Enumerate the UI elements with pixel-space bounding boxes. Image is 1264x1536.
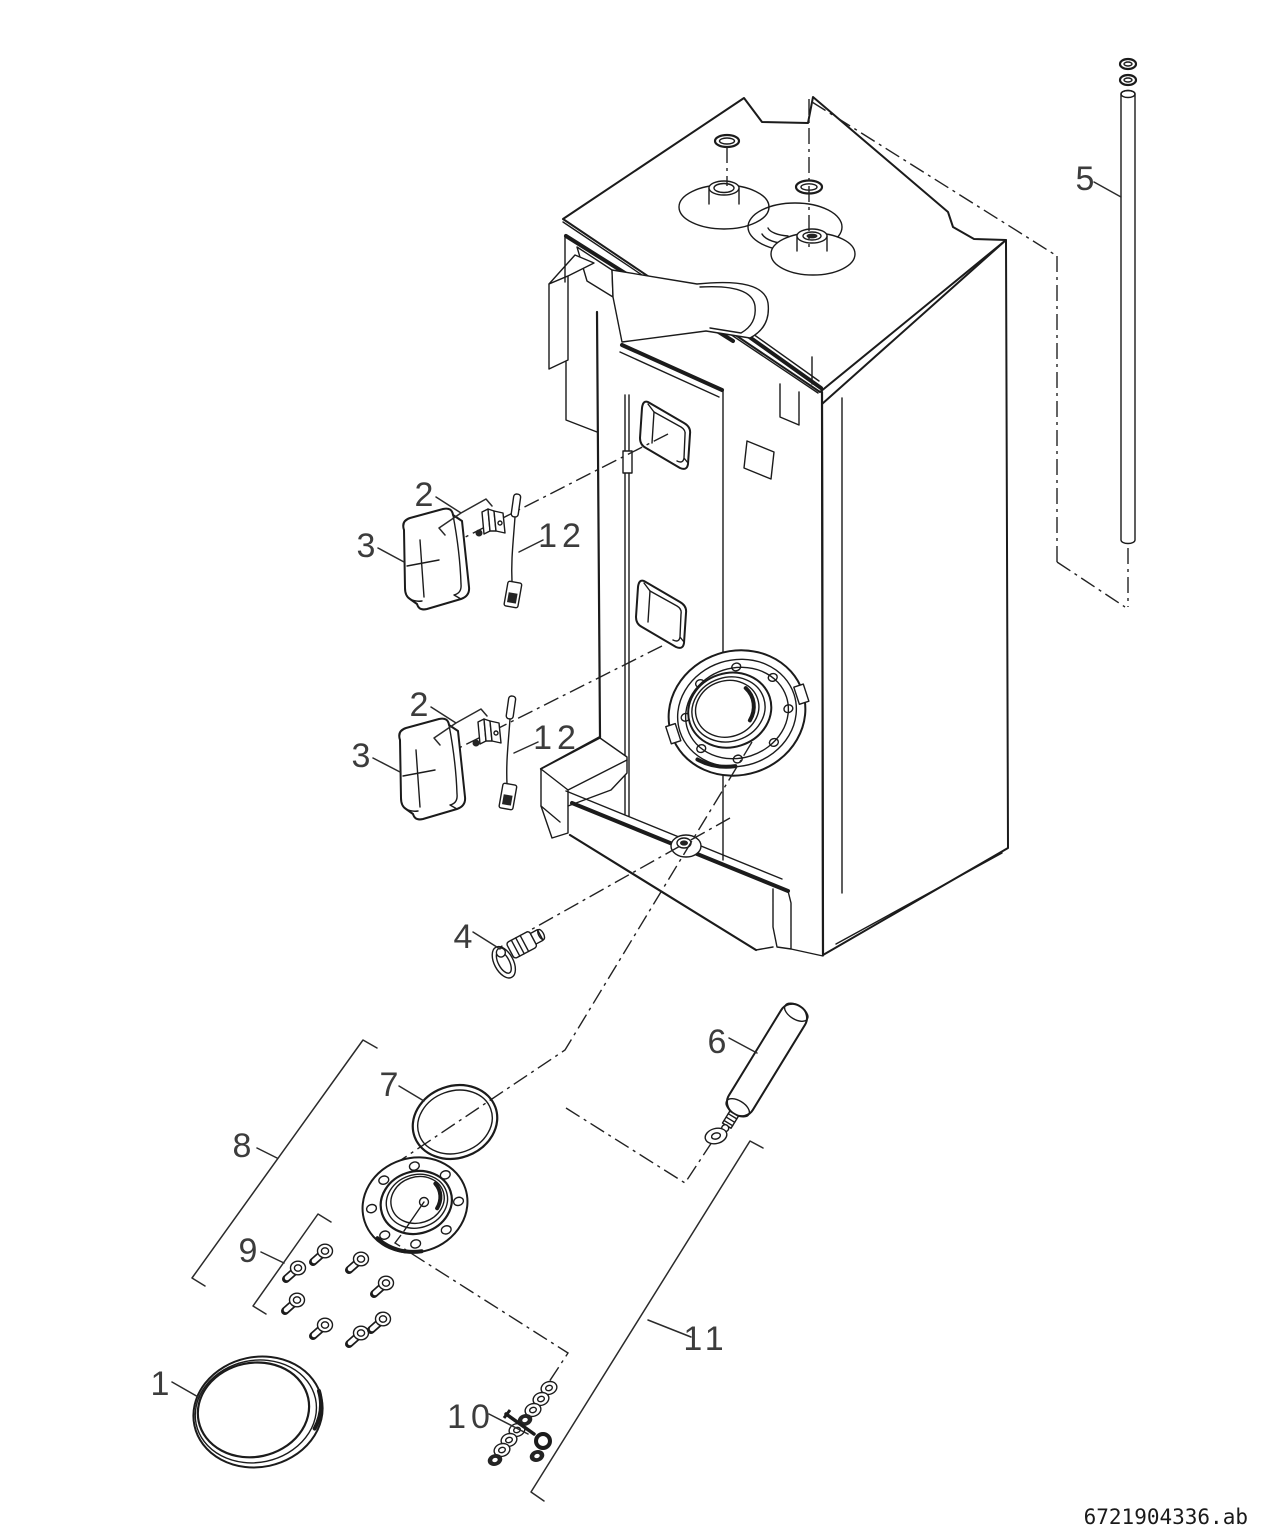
tank-body bbox=[539, 96, 1009, 957]
callout-1: 1 bbox=[151, 1365, 170, 1403]
callout-5: 5 bbox=[1076, 160, 1095, 198]
leader-3-lower bbox=[372, 757, 401, 773]
leader-12-upper bbox=[518, 539, 544, 553]
tank-skirt bbox=[565, 790, 824, 957]
callout-7: 7 bbox=[380, 1066, 399, 1104]
drain-boss bbox=[670, 834, 702, 858]
part-flange-disc bbox=[361, 1156, 469, 1254]
eyelet-stud bbox=[502, 1409, 552, 1450]
callout-2-upper: 2 bbox=[415, 476, 434, 514]
callouts: 1 2 2 3 3 4 5 6 7 8 9 10 11 12 12 bbox=[151, 160, 1122, 1502]
leader-5 bbox=[1093, 181, 1122, 198]
callout-12-upper: 12 bbox=[538, 517, 586, 555]
leader-7 bbox=[398, 1085, 425, 1102]
part-washers bbox=[486, 1378, 560, 1468]
part-drain-valve bbox=[491, 928, 546, 979]
leader-4 bbox=[472, 931, 501, 950]
part-lid bbox=[192, 1355, 324, 1469]
callout-12-lower: 12 bbox=[533, 719, 581, 757]
leader-6 bbox=[728, 1037, 758, 1054]
anode-washer bbox=[704, 1127, 728, 1145]
bracket-8 bbox=[191, 1039, 378, 1287]
disc-hole-leader bbox=[403, 1201, 425, 1232]
leader-3-upper bbox=[377, 547, 405, 563]
part-cover-lower bbox=[398, 717, 467, 821]
callout-4: 4 bbox=[454, 918, 473, 956]
part-o-ring bbox=[411, 1084, 499, 1160]
tank-opening-lower bbox=[635, 579, 688, 649]
disc-bolt-holes bbox=[365, 1161, 465, 1249]
center-lines bbox=[391, 99, 1129, 1184]
tank-flange bbox=[665, 649, 810, 777]
bracket-9 bbox=[252, 1213, 332, 1315]
tank-foot bbox=[539, 735, 628, 839]
leader-1 bbox=[171, 1381, 201, 1399]
washer-center-line bbox=[393, 1234, 569, 1462]
leader-10 bbox=[488, 1413, 529, 1435]
channel-tab bbox=[622, 450, 633, 474]
callout-3-upper: 3 bbox=[357, 527, 376, 565]
panel-square bbox=[743, 440, 775, 480]
part-screws bbox=[285, 1244, 394, 1344]
callout-2-lower: 2 bbox=[410, 686, 429, 724]
callout-10: 10 bbox=[447, 1398, 495, 1436]
bracket-11 bbox=[530, 1140, 764, 1502]
callout-3-lower: 3 bbox=[352, 737, 371, 775]
leader-12-lower bbox=[513, 741, 539, 754]
callout-8: 8 bbox=[233, 1127, 252, 1165]
part-anode-rod bbox=[721, 1002, 809, 1133]
part-cable-upper bbox=[503, 492, 523, 609]
bracket-2-upper bbox=[435, 496, 493, 536]
drawing-number: 6721904336.ab bbox=[1084, 1505, 1248, 1529]
callout-6: 6 bbox=[708, 1023, 727, 1061]
callout-11: 11 bbox=[683, 1320, 728, 1358]
clip-screw-lower bbox=[472, 739, 480, 747]
clip-screw-upper bbox=[475, 529, 483, 537]
part-dip-tube bbox=[1118, 57, 1138, 545]
part-clip-upper bbox=[481, 508, 506, 535]
part-clip-lower bbox=[477, 718, 502, 745]
part-cover-upper bbox=[402, 507, 471, 611]
bracket-2-lower bbox=[430, 706, 488, 746]
callout-9: 9 bbox=[239, 1232, 258, 1270]
